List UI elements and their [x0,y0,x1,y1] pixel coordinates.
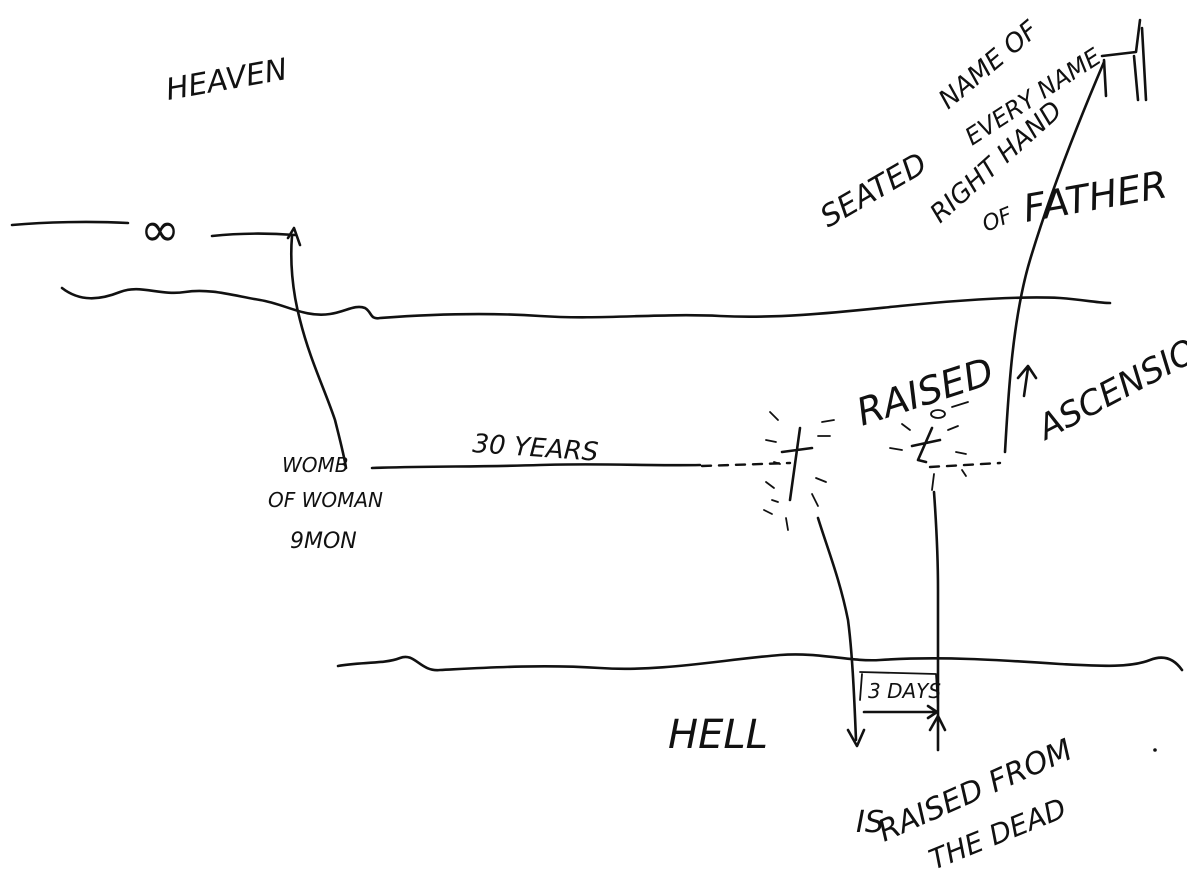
life-line-30-years [370,463,702,470]
halo-icon [930,409,946,419]
of-label: OF [979,203,1016,238]
seated-label: SEATED [815,146,934,235]
earth-hell-boundary [336,653,1184,672]
incarnation-descent-line [289,234,348,470]
ascension-line [1003,60,1106,454]
descent-to-hell-line [816,516,858,742]
halo-ray [951,401,969,408]
thirty-years-label: 30 YEARS [472,429,600,468]
three-days-label: 3 DAYS [868,679,941,703]
radiance-marks-risen [889,423,967,491]
is-label: IS [856,805,884,840]
eternity-line-left [10,220,130,227]
heaven-label: HEAVEN [163,52,290,108]
rising-arrow-up [928,714,947,732]
stray-dot [1153,748,1157,752]
raised-label: RAISED [851,349,999,434]
resurrection-dashed-to-ascension [928,461,1002,469]
ascension-arrow [1016,364,1038,398]
heaven-earth-boundary [60,286,1112,320]
hell-arrow-down [846,728,866,748]
cross-icon [780,426,814,502]
infinity-icon: ∞ [140,202,180,258]
womb-label-line3: 9MON [290,529,357,554]
life-line-dashed-to-cross [700,461,792,468]
womb-label-line2: OF WOMAN [268,488,383,512]
ascension-label: ASCENSION [1030,319,1187,449]
radiance-marks-cross [763,411,835,531]
three-days-box [859,671,939,707]
hell-label: HELL [668,712,768,758]
rising-from-hell-line [932,490,940,752]
three-days-bracket [862,704,939,720]
eternity-line-right [210,232,297,238]
descent-tick [286,226,302,247]
father-label: FATHER [1020,162,1170,231]
throne-icon [1100,18,1148,102]
risen-figure-icon [910,426,942,464]
womb-label-line1: WOMB [282,453,349,477]
